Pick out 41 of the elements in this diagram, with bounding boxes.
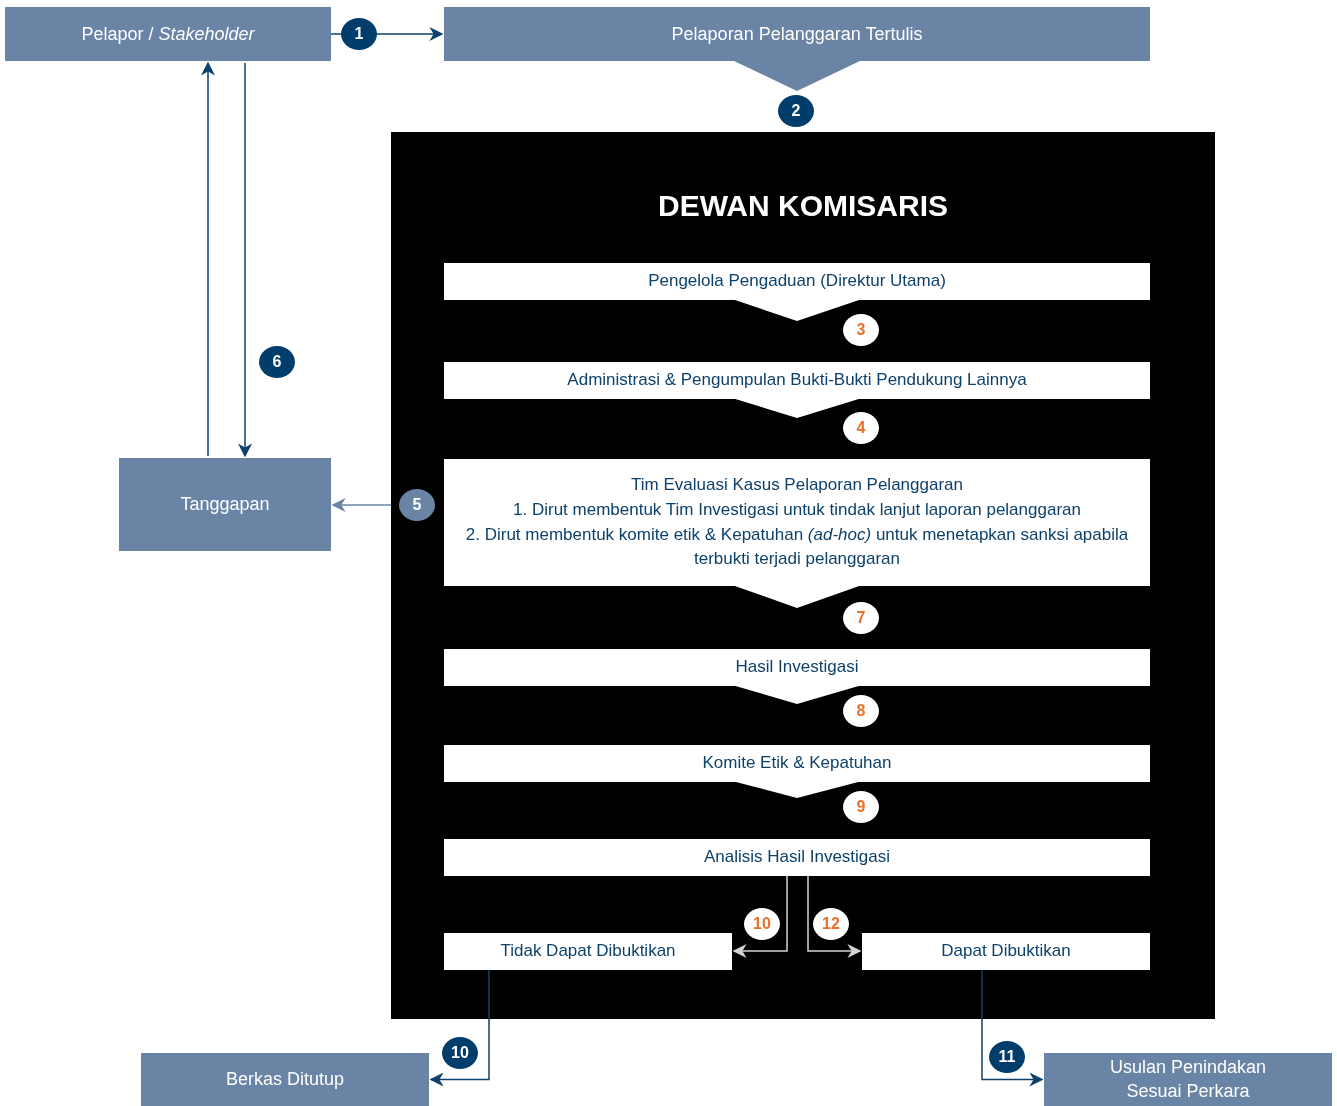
step-number: 10 [442, 1037, 478, 1069]
step-box [444, 933, 732, 970]
chevron-arrow [732, 60, 862, 91]
chevron-arrow [732, 398, 862, 418]
step-number: 2 [778, 95, 814, 127]
arrow [238, 62, 252, 458]
arrow [201, 61, 215, 457]
arrow [807, 875, 862, 958]
box-label: Pelapor / Stakeholder [81, 22, 255, 46]
box-label: Tim Evaluasi Kasus Pelaporan Pelanggaran [631, 474, 963, 497]
chevron-arrow [732, 585, 862, 608]
box-label: Tanggapan [180, 493, 270, 517]
box-label: Analisis Hasil Investigasi [703, 846, 891, 869]
arrow [429, 969, 490, 1087]
process-box [141, 1053, 429, 1106]
box-label: Dapat Dibuktikan [941, 940, 1071, 963]
arrow [732, 875, 788, 958]
step-number: 1 [341, 18, 377, 50]
box-label: Hasil Investigasi [735, 656, 859, 679]
list-item: 2. Dirut membentuk komite etik & Kepatuhan (ad-hoc) untuk menetapkan sanksi apabila terbukti terjadi pelanggaran [464, 523, 1130, 571]
process-box [119, 458, 331, 551]
box-label: Administrasi & Pengumpulan Bukti-Bukti Pendukung Lainnya [567, 369, 1027, 392]
arrow [981, 969, 1044, 1087]
box-label: Komite Etik & Kepatuhan [702, 752, 892, 775]
chevron-arrow [732, 685, 862, 704]
process-box [5, 7, 331, 61]
panel [391, 132, 1215, 1019]
step-box [444, 839, 1150, 876]
chevron-arrow [732, 299, 862, 321]
step-number: 6 [259, 346, 295, 378]
box-label: Berkas Ditutup [225, 1068, 345, 1092]
process-box [1044, 1053, 1332, 1106]
arrow [331, 498, 392, 512]
box-label: Pelaporan Pelanggaran Tertulis [671, 22, 923, 46]
box-label: Tidak Dapat Dibuktikan [500, 940, 676, 963]
panel-heading: DEWAN KOMISARIS [658, 188, 948, 224]
box-label: Pengelola Pengaduan (Direktur Utama) [648, 270, 946, 293]
step-box [862, 933, 1150, 970]
step-number: 11 [989, 1041, 1025, 1073]
list-item: 1. Dirut membentuk Tim Investigasi untuk tindak lanjut laporan pelanggaran [513, 498, 1081, 521]
box-label: Usulan Penindakan Sesuai Perkara [1108, 1056, 1268, 1103]
